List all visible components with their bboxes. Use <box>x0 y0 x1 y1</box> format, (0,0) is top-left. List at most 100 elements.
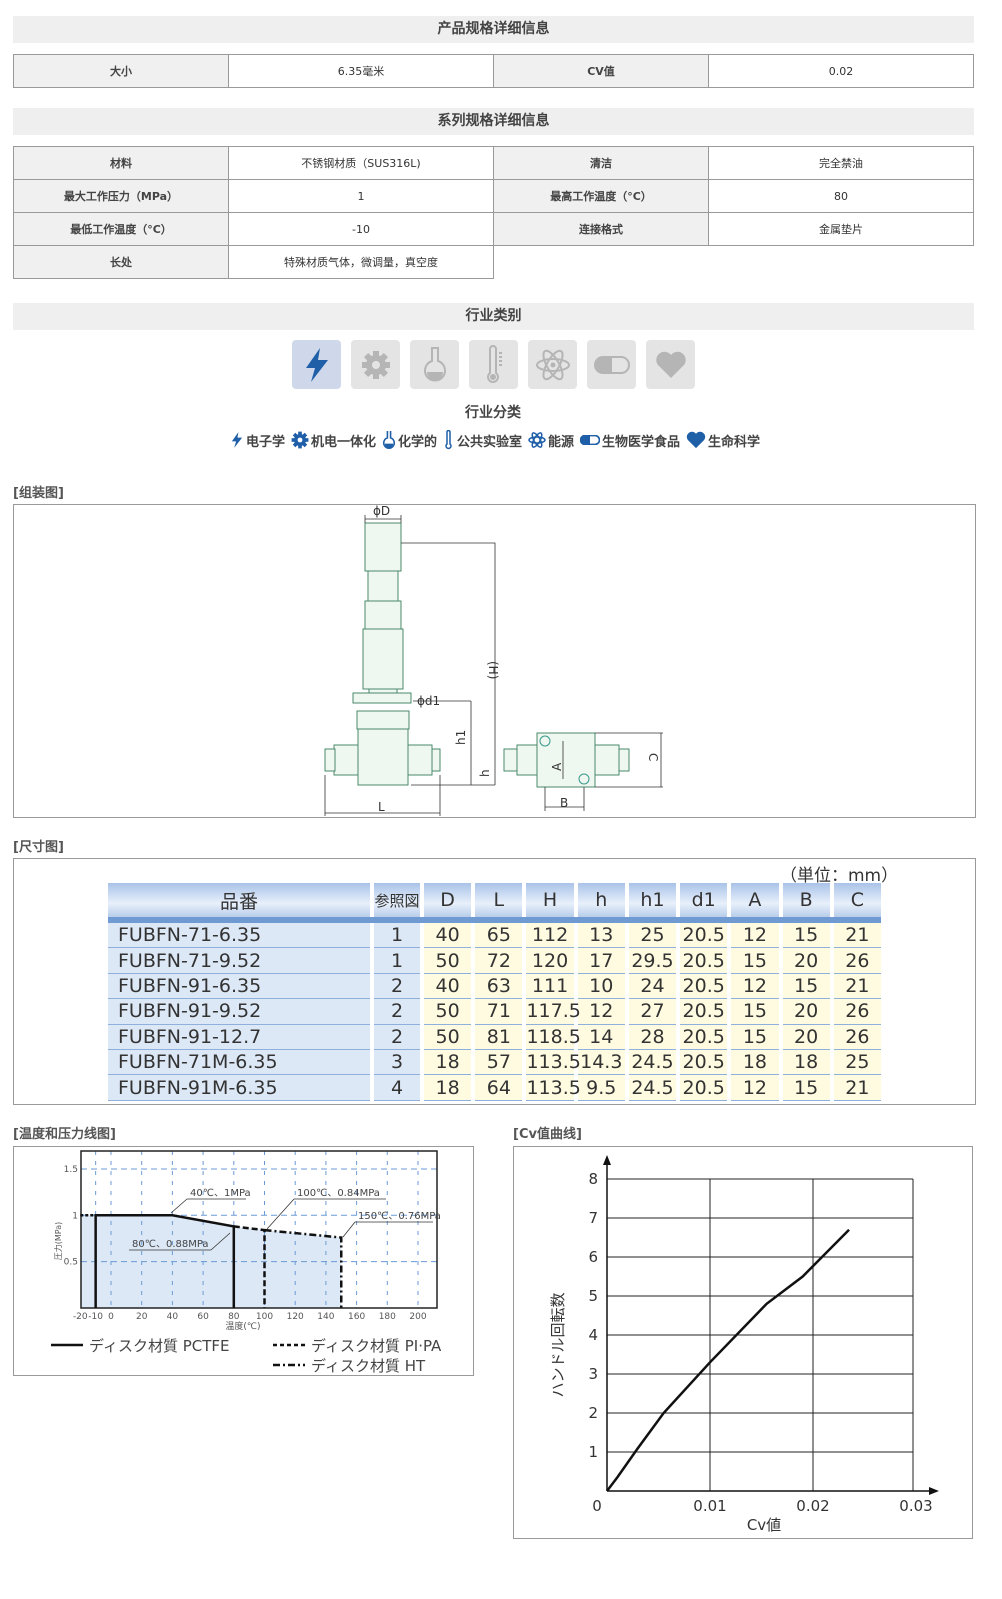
legend-label: 公共实验室 <box>456 434 522 450</box>
column-header: C <box>833 883 881 917</box>
value-cell: 26 <box>833 948 881 974</box>
y-axis-label: ハンドル回転数 <box>549 1292 567 1397</box>
legend-label: ディスク材質 HT <box>311 1357 426 1375</box>
spec-label: 连接格式 <box>493 212 709 246</box>
value-cell: 27 <box>628 999 677 1025</box>
y-tick-label: 3 <box>588 1365 598 1383</box>
legend-label: 能源 <box>548 434 575 450</box>
value-cell: 18 <box>424 1049 472 1076</box>
value-cell: 12 <box>731 973 779 1000</box>
y-tick-label: 2 <box>588 1404 598 1422</box>
value-cell: 25 <box>833 1049 881 1076</box>
legend-label: 生物医学食品 <box>602 434 681 450</box>
y-axis-label: 圧力(MPa) <box>53 1222 63 1261</box>
value-cell: 113.5 <box>526 1075 581 1101</box>
x-tick-label: 200 <box>409 1312 426 1322</box>
x-tick-label: 0 <box>592 1497 602 1515</box>
value-cell: 14.3 <box>577 1049 625 1076</box>
column-header: A <box>731 883 779 917</box>
legend-label: ディスク材質 PCTFE <box>89 1337 230 1355</box>
legend-label: 化学的 <box>397 434 437 450</box>
label-d1: ϕd1 <box>417 694 440 708</box>
x-tick-label: 60 <box>197 1312 209 1322</box>
value-cell: 20.5 <box>680 999 728 1025</box>
value-cell: 29.5 <box>628 948 677 974</box>
spec-label: 清洁 <box>493 146 709 180</box>
value-cell: 15 <box>782 1075 830 1101</box>
spec-label: 大小 <box>13 54 229 88</box>
flask-icon[interactable] <box>410 340 459 389</box>
value-cell: 14 <box>577 1024 625 1050</box>
value-cell: 64 <box>475 1075 523 1101</box>
value-cell: 18 <box>731 1049 779 1076</box>
part-number-cell: FUBFN-91-6.35 <box>108 973 370 1000</box>
spec-label: CV值 <box>493 54 709 88</box>
label-H: (H) <box>486 661 500 679</box>
gear-icon[interactable] <box>351 340 400 389</box>
product-spec-header: 产品规格详细信息 <box>13 16 974 43</box>
annotation-label: 40℃、1MPa <box>190 1188 251 1199</box>
column-header: L <box>475 883 523 917</box>
value-cell: 20 <box>782 1024 830 1050</box>
column-header: 参照図 <box>374 883 420 917</box>
value-cell: 12 <box>731 923 779 949</box>
rated-area <box>80 1215 342 1308</box>
column-header: D <box>424 883 472 917</box>
column-header: B <box>782 883 830 917</box>
y-tick-label: 7 <box>588 1209 598 1227</box>
value-cell: 2 <box>374 999 420 1025</box>
legend-public-lab: 公共实验室 <box>443 430 522 450</box>
assembly-title: [组装图] <box>13 486 64 501</box>
value-cell: 4 <box>374 1075 420 1101</box>
value-cell: 21 <box>833 1075 881 1101</box>
legend-label: 机电一体化 <box>310 434 376 450</box>
y-tick-label: 0.5 <box>64 1258 78 1268</box>
value-cell: 112 <box>526 923 574 949</box>
x-tick-label: 20 <box>136 1312 148 1322</box>
legend-mechatronics: 机电一体化 <box>291 431 376 450</box>
lightning-icon[interactable] <box>292 340 341 389</box>
legend-chemistry: 化学的 <box>382 430 437 450</box>
series-spec-header: 系列规格详细信息 <box>13 108 974 135</box>
value-cell: 81 <box>475 1024 523 1050</box>
value-cell: 24.5 <box>628 1049 677 1076</box>
x-tick-label: 140 <box>317 1312 334 1322</box>
legend-biomedical: 生物医学食品 <box>580 431 680 450</box>
value-cell: 12 <box>577 999 625 1025</box>
value-cell: 15 <box>731 999 779 1025</box>
spec-label: 长处 <box>13 245 229 279</box>
annotation-label: 80℃、0.88MPa <box>132 1239 209 1250</box>
value-cell: 65 <box>475 923 523 949</box>
thermometer-icon[interactable] <box>469 340 518 389</box>
temp-chart-title: [温度和压力线图] <box>13 1127 116 1142</box>
value-cell: 50 <box>424 999 472 1025</box>
value-cell: 20 <box>782 948 830 974</box>
x-axis-label: 温度(℃) <box>225 1320 260 1332</box>
annotation-leader <box>170 1198 188 1214</box>
heart-icon[interactable] <box>646 340 695 389</box>
label-L: L <box>378 800 385 814</box>
value-cell: 1 <box>374 923 420 949</box>
spec-value: 不锈钢材质（SUS316L) <box>228 146 494 180</box>
value-cell: 26 <box>833 999 881 1025</box>
x-tick-label: 120 <box>287 1312 304 1322</box>
part-number-cell: FUBFN-91M-6.35 <box>108 1075 370 1101</box>
part-number-cell: FUBFN-71-6.35 <box>108 923 370 949</box>
industry-header: 行业类别 <box>13 303 974 330</box>
plot-frame <box>80 1150 438 1309</box>
atom-icon[interactable] <box>528 340 577 389</box>
spec-value: 完全禁油 <box>708 146 974 180</box>
column-header: d1 <box>680 883 728 917</box>
x-tick-label: -10 <box>88 1312 103 1322</box>
capsule-icon[interactable] <box>587 340 636 389</box>
value-cell: 15 <box>731 948 779 974</box>
y-tick-label: 1 <box>588 1443 598 1461</box>
column-header: 品番 <box>108 883 370 917</box>
